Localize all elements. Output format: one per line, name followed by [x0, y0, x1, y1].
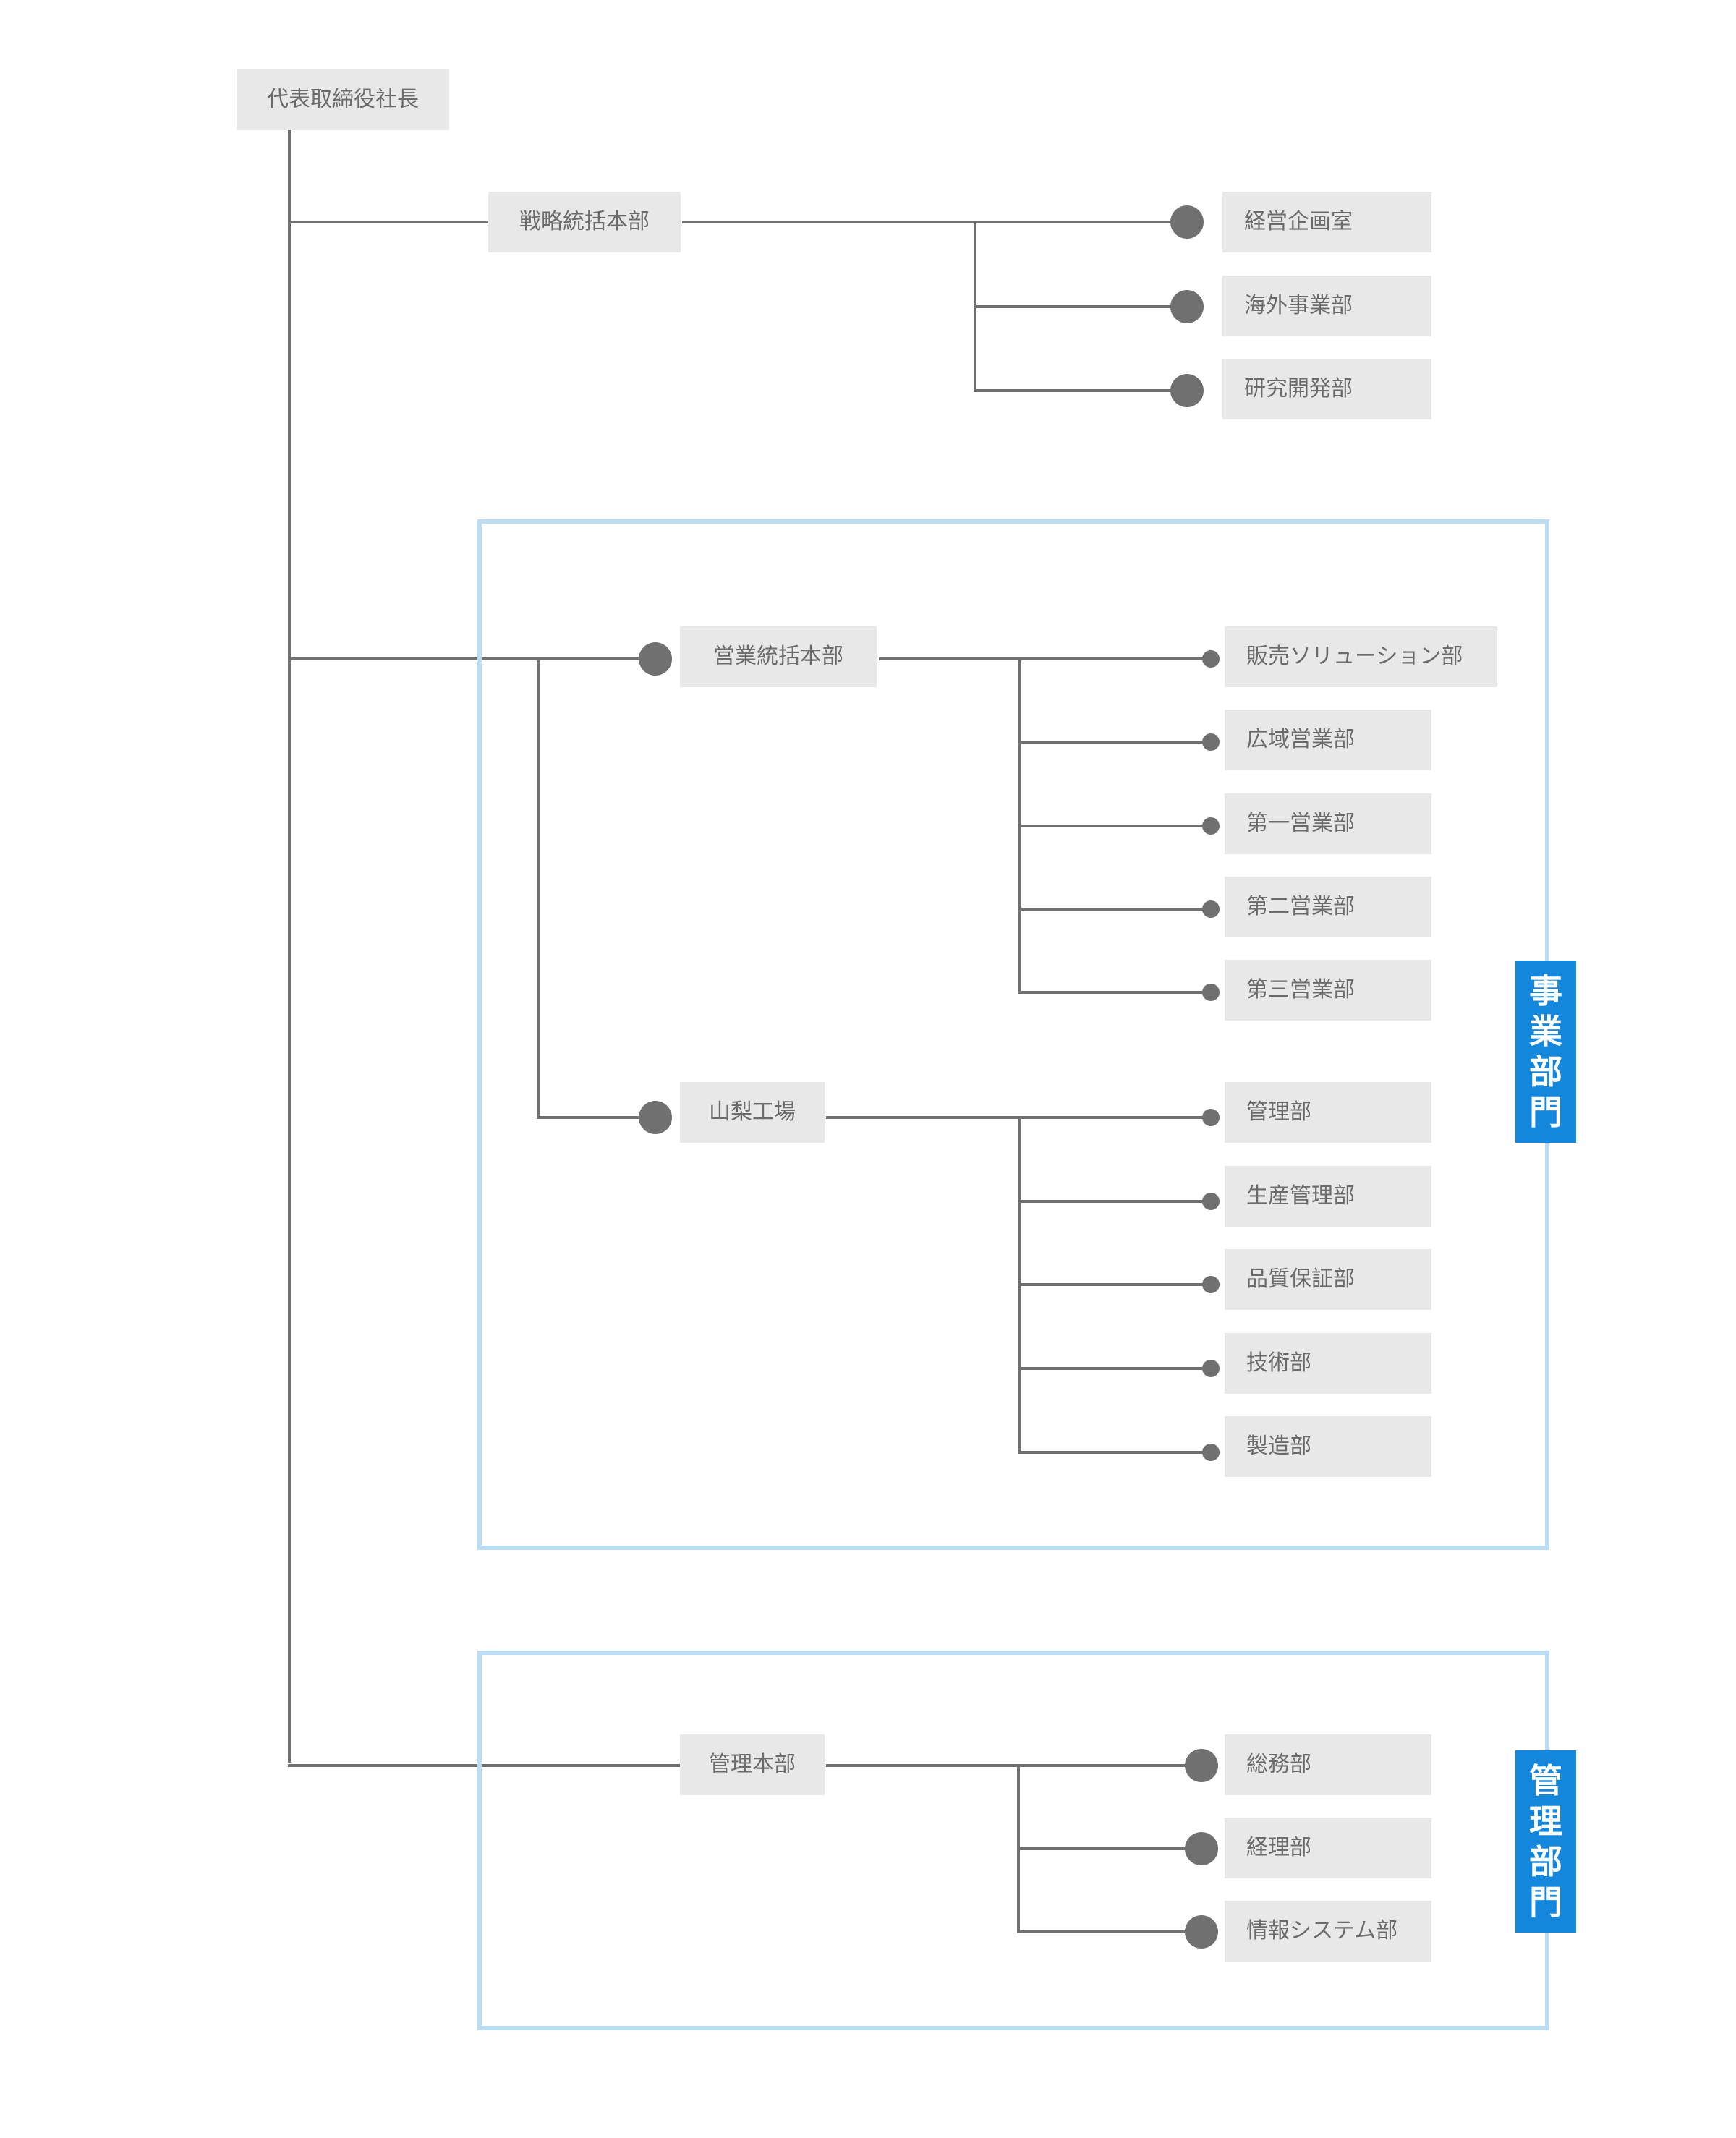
node-strategy-child: 経営企画室: [1222, 192, 1431, 252]
node-dot: [1185, 1832, 1218, 1865]
node-sales-child: 販売ソリューション部: [1225, 626, 1497, 687]
node-label: 戦略統括本部: [519, 209, 650, 234]
node-factory-child: 品質保証部: [1225, 1249, 1431, 1310]
admin-division-tag: 管理部門: [1515, 1750, 1576, 1933]
node-label: 品質保証部: [1246, 1266, 1355, 1292]
node-strategy-child: 海外事業部: [1222, 276, 1431, 336]
node-label: 広域営業部: [1246, 727, 1355, 752]
node-dot: [1202, 1109, 1220, 1126]
node-dot: [1170, 290, 1204, 323]
node-dot: [639, 1101, 672, 1134]
node-factory-child: 技術部: [1225, 1333, 1431, 1394]
node-strategy-child: 研究開発部: [1222, 359, 1431, 419]
node-label: 販売ソリューション部: [1246, 644, 1463, 669]
node-factory-child: 製造部: [1225, 1416, 1431, 1477]
node-label: 情報システム部: [1246, 1918, 1398, 1943]
node-factory: 山梨工場: [680, 1082, 825, 1143]
node-sales-child: 第二営業部: [1225, 877, 1431, 937]
node-dot: [1202, 817, 1220, 835]
node-label: 生産管理部: [1246, 1183, 1355, 1209]
node-dot: [1185, 1749, 1218, 1782]
node-label: 技術部: [1246, 1350, 1311, 1376]
node-dot: [1202, 650, 1220, 668]
node-admin-child: 経理部: [1225, 1818, 1431, 1878]
node-label: 管理部: [1246, 1099, 1311, 1125]
node-label: 営業統括本部: [713, 644, 843, 669]
node-dot: [1202, 1276, 1220, 1293]
node-admin-child: 情報システム部: [1225, 1901, 1431, 1962]
node-strategy-hq: 戦略統括本部: [488, 192, 681, 252]
node-label: 製造部: [1246, 1434, 1311, 1459]
node-admin-hq: 管理本部: [680, 1734, 825, 1795]
node-dot: [639, 642, 672, 676]
node-dot: [1202, 1193, 1220, 1210]
node-label: 海外事業部: [1244, 293, 1353, 318]
node-label: 総務部: [1246, 1752, 1311, 1777]
node-dot: [1202, 1360, 1220, 1377]
node-label: 経営企画室: [1244, 209, 1353, 234]
node-factory-child: 生産管理部: [1225, 1166, 1431, 1227]
admin-division-tag-label: 管理部門: [1529, 1761, 1562, 1922]
node-sales-child: 第三営業部: [1225, 960, 1431, 1021]
node-sales-hq: 営業統括本部: [680, 626, 877, 687]
node-label: 第一営業部: [1246, 811, 1355, 836]
node-dot: [1170, 374, 1204, 407]
node-admin-child: 総務部: [1225, 1734, 1431, 1795]
business-division-tag-label: 事業部門: [1529, 971, 1562, 1132]
node-sales-child: 広域営業部: [1225, 710, 1431, 770]
node-dot: [1170, 205, 1204, 239]
node-dot: [1202, 1444, 1220, 1461]
node-dot: [1202, 900, 1220, 918]
node-sales-child: 第一営業部: [1225, 793, 1431, 854]
business-division-tag: 事業部門: [1515, 961, 1576, 1143]
node-factory-child: 管理部: [1225, 1082, 1431, 1143]
root-node-label: 代表取締役社長: [267, 87, 419, 112]
node-dot: [1202, 984, 1220, 1001]
node-dot: [1202, 733, 1220, 751]
root-node-ceo: 代表取締役社長: [237, 69, 449, 130]
node-label: 研究開発部: [1244, 376, 1353, 401]
node-label: 管理本部: [709, 1752, 796, 1777]
node-label: 第二営業部: [1246, 894, 1355, 919]
node-label: 経理部: [1246, 1835, 1311, 1860]
node-label: 山梨工場: [709, 1099, 796, 1125]
node-dot: [1185, 1915, 1218, 1949]
node-label: 第三営業部: [1246, 977, 1355, 1002]
